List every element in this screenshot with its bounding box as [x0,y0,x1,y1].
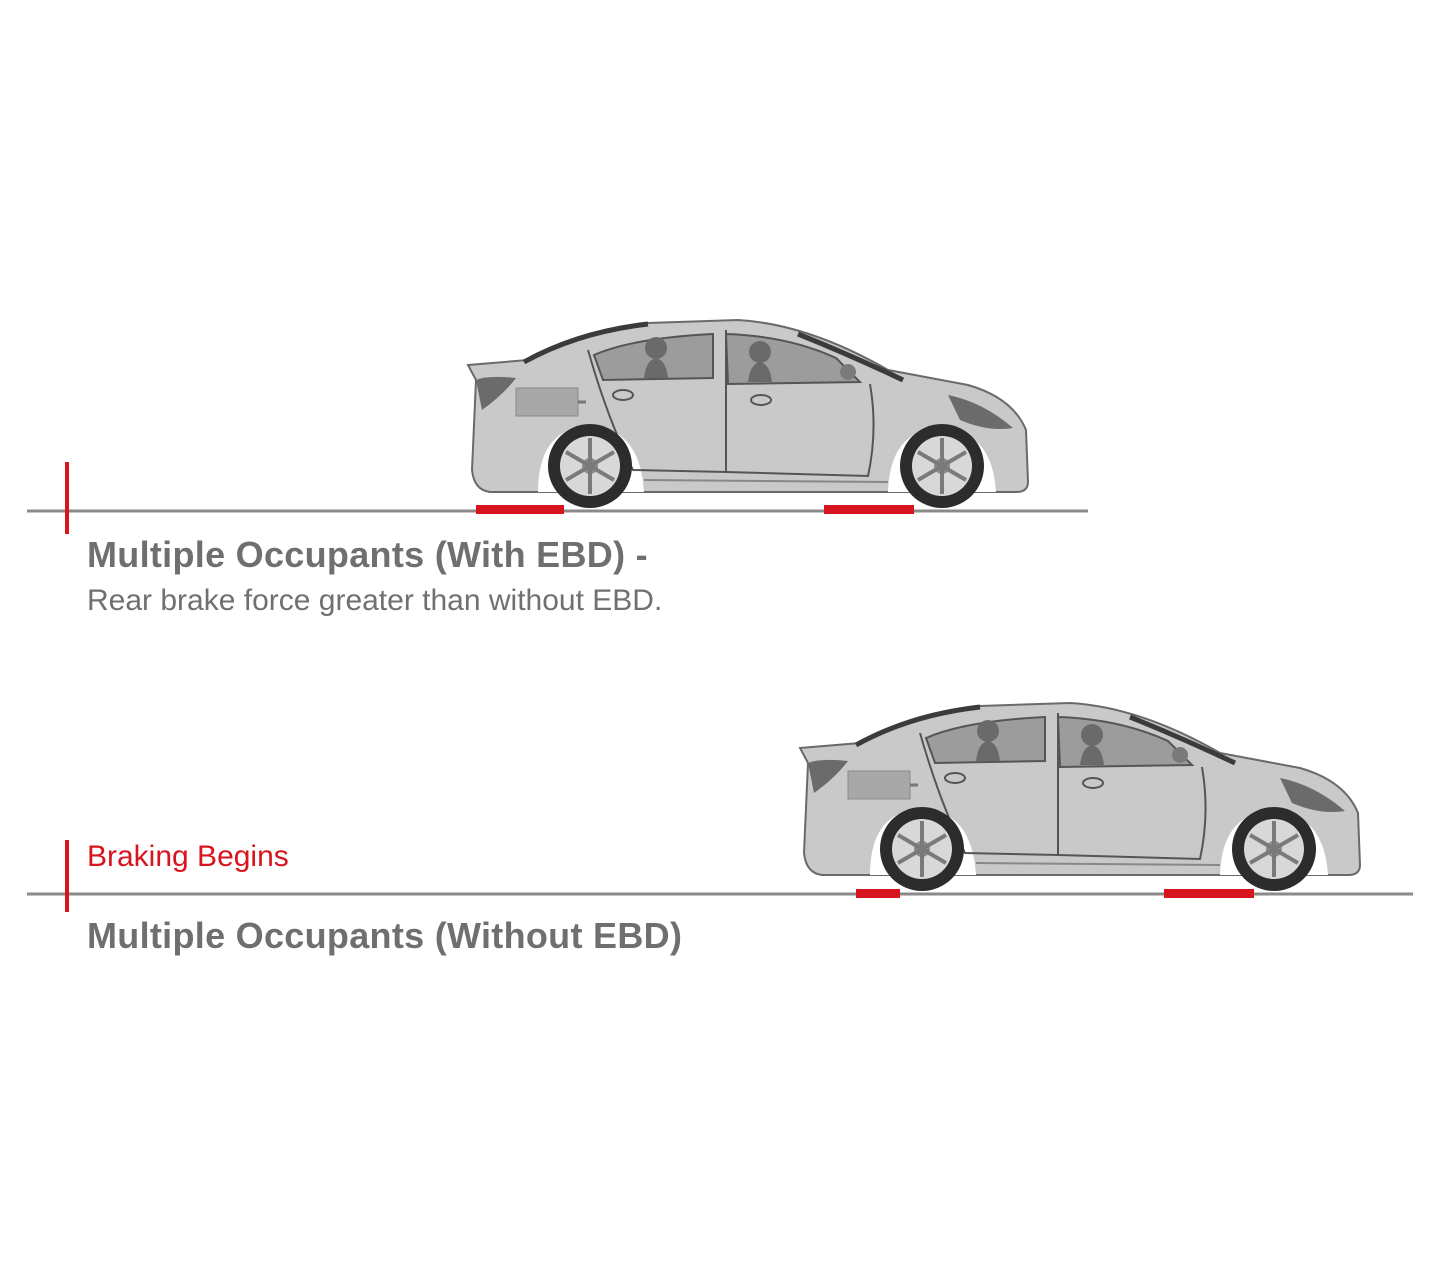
front-brake-force-bar-without-ebd [1164,889,1254,898]
with-ebd-description: Rear brake force greater than without EB… [87,584,663,617]
rear-brake-force-bar-without-ebd [856,889,900,898]
front-brake-force-bar-with-ebd [824,505,914,514]
without-ebd-title: Multiple Occupants (Without EBD) [87,915,683,956]
sedan-icon-without-ebd [800,703,1360,891]
sedan-icon-with-ebd [468,320,1028,508]
with-ebd-title: Multiple Occupants (With EBD) - [87,534,648,575]
braking-begins-label: Braking Begins [87,840,289,873]
rear-brake-force-bar-with-ebd [476,505,564,514]
